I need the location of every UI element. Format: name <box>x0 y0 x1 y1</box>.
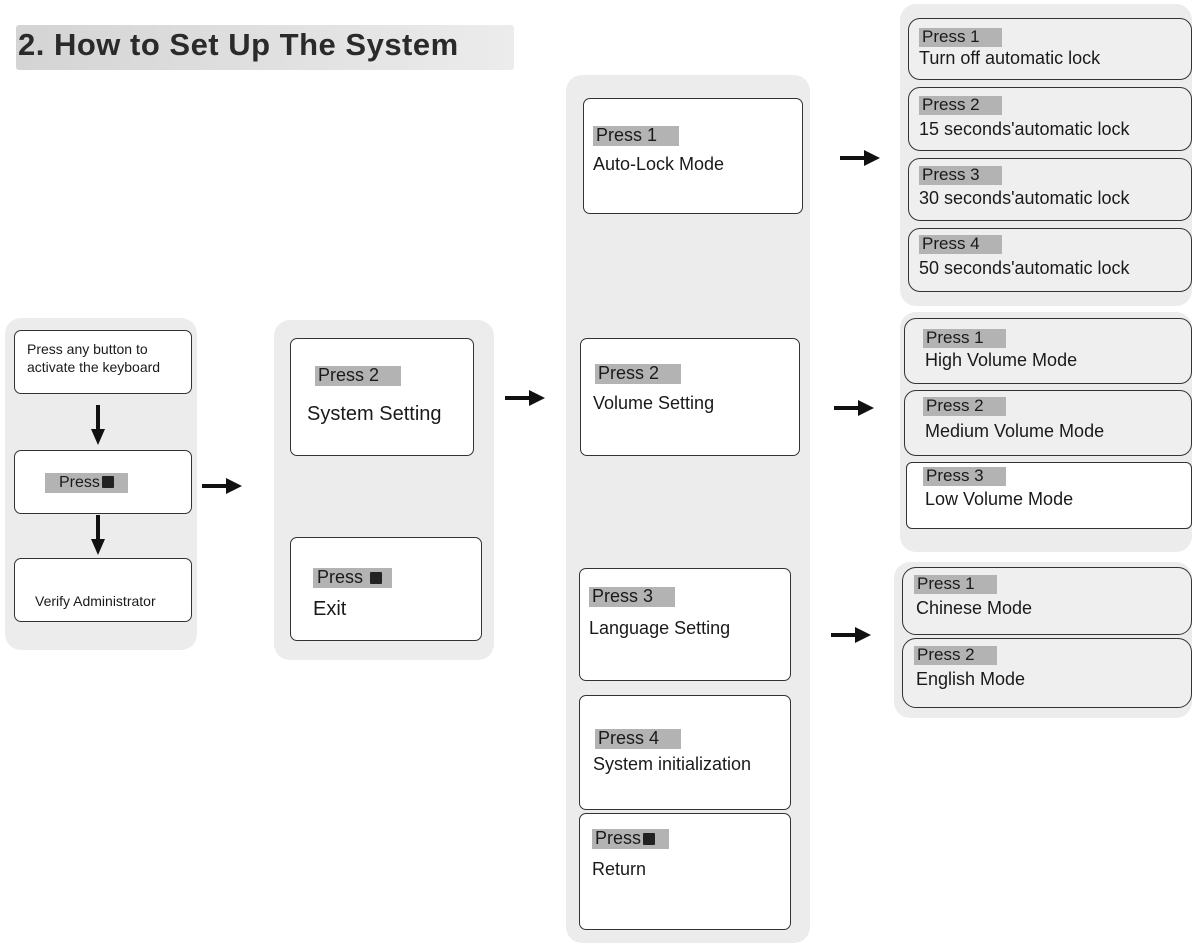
volume-option-3-press: Press 3 <box>923 466 1006 486</box>
autolock-option-4-press: Press 4 <box>919 234 1002 254</box>
autolock-option-1: Press 1 Turn off automatic lock <box>908 18 1192 80</box>
volume-option-3: Press 3 Low Volume Mode <box>906 462 1192 529</box>
title-bar <box>16 25 514 70</box>
volume-option-1-press: Press 1 <box>923 328 1006 348</box>
system-init-press: Press 4 <box>595 728 682 749</box>
auto-lock-box: Press 1 Auto-Lock Mode <box>583 98 803 214</box>
activate-box: Press any button to activate the keyboar… <box>14 330 192 394</box>
language-option-2: Press 2 English Mode <box>902 638 1192 708</box>
right-arrow-language <box>831 627 871 643</box>
language-option-1-press: Press 1 <box>914 574 997 594</box>
press-exit-label: Press <box>313 567 393 588</box>
right-arrow-volume <box>834 400 874 416</box>
return-press: Press <box>592 828 670 849</box>
lock-key-icon <box>101 476 114 488</box>
language-option-1-label: Chinese Mode <box>916 598 1033 618</box>
activate-text: Press any button to activate the keyboar… <box>27 341 161 375</box>
autolock-option-1-label: Turn off automatic lock <box>919 48 1101 68</box>
language-setting-label: Language Setting <box>589 618 731 638</box>
autolock-option-3-label: 30 seconds'automatic lock <box>919 188 1130 208</box>
right-arrow-autolock <box>840 150 880 166</box>
volume-option-2-label: Medium Volume Mode <box>925 421 1105 441</box>
cancel-key-icon <box>370 572 383 584</box>
verify-text: Verify Administrator <box>35 593 156 609</box>
system-setting-box: Press 2 System Setting <box>290 338 474 456</box>
press-lock-box: Press <box>14 450 192 514</box>
verify-box: Verify Administrator <box>14 558 192 622</box>
return-key-icon <box>643 833 656 845</box>
system-init-label: System initialization <box>593 754 752 774</box>
autolock-option-2-label: 15 seconds'automatic lock <box>919 119 1130 139</box>
exit-label: Exit <box>313 598 347 620</box>
right-arrow-2 <box>505 390 545 406</box>
autolock-option-4-label: 50 seconds'automatic lock <box>919 258 1130 278</box>
autolock-option-3-press: Press 3 <box>919 165 1002 185</box>
press-lock-label: Press <box>45 473 128 493</box>
autolock-option-2-press: Press 2 <box>919 95 1002 115</box>
exit-box: Press Exit <box>290 537 482 641</box>
volume-option-1: Press 1 High Volume Mode <box>904 318 1192 384</box>
autolock-option-3: Press 3 30 seconds'automatic lock <box>908 158 1192 221</box>
language-option-2-press: Press 2 <box>914 645 997 665</box>
autolock-option-2: Press 2 15 seconds'automatic lock <box>908 87 1192 151</box>
auto-lock-label: Auto-Lock Mode <box>593 154 725 174</box>
auto-lock-press: Press 1 <box>593 125 680 146</box>
volume-setting-box: Press 2 Volume Setting <box>580 338 800 456</box>
volume-option-3-label: Low Volume Mode <box>925 489 1074 509</box>
autolock-option-1-press: Press 1 <box>919 27 1002 47</box>
volume-option-2: Press 2 Medium Volume Mode <box>904 390 1192 456</box>
volume-option-1-label: High Volume Mode <box>925 350 1078 370</box>
down-arrow-2 <box>91 515 105 555</box>
return-box: Press Return <box>579 813 791 930</box>
language-option-2-label: English Mode <box>916 669 1026 689</box>
autolock-option-4: Press 4 50 seconds'automatic lock <box>908 228 1192 292</box>
system-init-box: Press 4 System initialization <box>579 695 791 810</box>
press-2-label: Press 2 <box>315 365 402 386</box>
right-arrow-1 <box>202 478 242 494</box>
system-setting-label: System Setting <box>307 403 442 425</box>
volume-setting-label: Volume Setting <box>593 393 715 413</box>
page-title: 2. How to Set Up The System <box>18 27 459 62</box>
language-option-1: Press 1 Chinese Mode <box>902 567 1192 635</box>
volume-press: Press 2 <box>595 363 682 384</box>
language-setting-box: Press 3 Language Setting <box>579 568 791 681</box>
volume-option-2-press: Press 2 <box>923 396 1006 416</box>
language-press: Press 3 <box>589 586 676 607</box>
down-arrow-1 <box>91 405 105 445</box>
return-label: Return <box>592 859 647 879</box>
